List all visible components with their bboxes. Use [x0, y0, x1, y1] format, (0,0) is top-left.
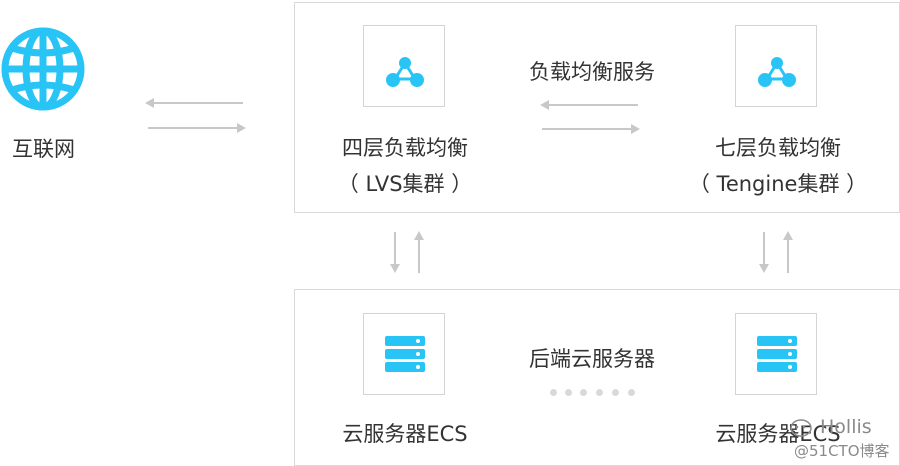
l4-lb-name: 四层负载均衡	[342, 136, 468, 160]
ecs-left-label: 云服务器ECS	[342, 422, 468, 446]
ecs-right-label: 云服务器ECS	[715, 422, 841, 446]
server-stack-icon	[757, 336, 797, 372]
arrow-left	[145, 98, 243, 108]
ellipsis-dot	[596, 389, 603, 396]
ellipsis-dot	[612, 389, 619, 396]
l7-lb-name: 七层负载均衡	[715, 136, 841, 160]
arrow-right	[148, 123, 246, 133]
globe-icon	[1, 27, 85, 111]
chat-bubble-icon	[790, 419, 812, 437]
ellipsis-dot	[550, 389, 557, 396]
ellipsis-dot	[565, 389, 572, 396]
l7-lb-tile	[735, 25, 817, 107]
arrow-up	[783, 231, 793, 273]
server-stack-icon	[385, 336, 425, 372]
ellipsis-dot	[628, 389, 635, 396]
internet-label: 互联网	[12, 137, 75, 161]
lb-service-title: 负载均衡服务	[529, 60, 655, 84]
l7-lb-sub: （ Tengine集群 ）	[688, 172, 868, 196]
ellipsis-dot	[580, 389, 587, 396]
arrow-down	[759, 232, 769, 273]
arrow-right	[542, 124, 640, 134]
backend-title: 后端云服务器	[529, 347, 655, 371]
network-nodes-icon	[386, 57, 424, 87]
l4-lb-tile	[363, 25, 445, 107]
watermark-site: @51CTO博客	[794, 442, 890, 460]
arrow-up	[414, 231, 424, 273]
l4-lb-sub: （ LVS集群 ）	[337, 172, 473, 196]
arrow-down	[390, 232, 400, 273]
network-nodes-icon	[758, 57, 796, 87]
ecs-right-tile	[735, 313, 817, 395]
watermark-author: Hollis	[820, 416, 872, 438]
arrow-left	[540, 100, 638, 110]
ecs-left-tile	[363, 313, 445, 395]
